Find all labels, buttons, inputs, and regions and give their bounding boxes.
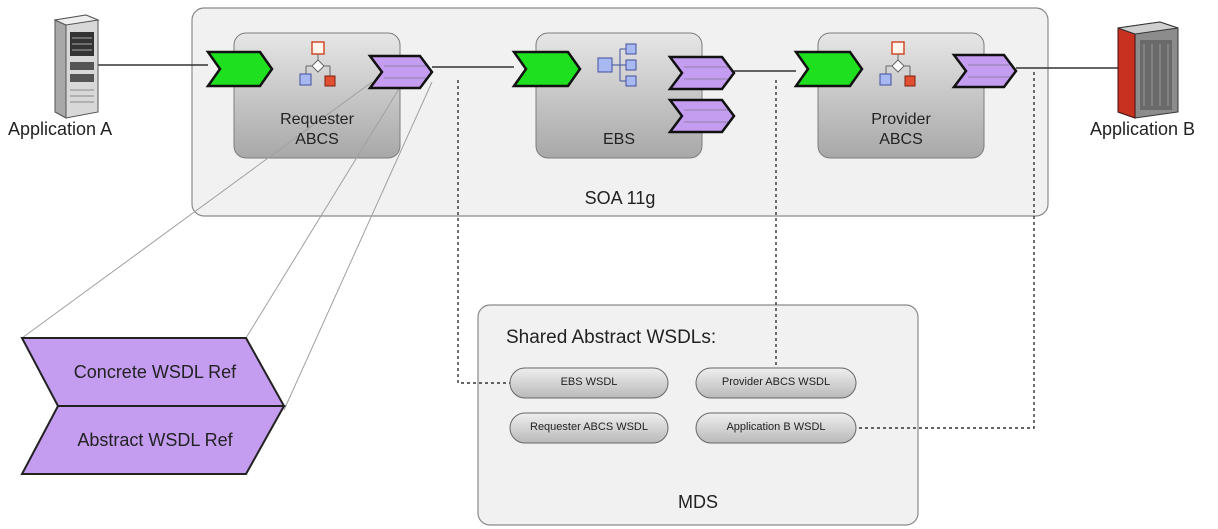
ebs-label: EBS	[602, 131, 635, 148]
requester-abcs-box	[233, 32, 401, 159]
reference-stripes	[384, 64, 1010, 123]
connection-lines	[96, 64, 1118, 72]
provider-service-chevron	[793, 50, 864, 88]
server-icon	[1117, 21, 1179, 119]
wsdl-pill	[509, 412, 669, 444]
process-flow-icon	[299, 41, 336, 87]
mds-label: MDS	[678, 492, 718, 512]
application-b-label: Application B	[1090, 119, 1196, 139]
component-label-line1: Provider	[871, 111, 931, 128]
soa-label: SOA 11g	[584, 188, 656, 208]
mds-title: Shared Abstract WSDLs:	[506, 327, 717, 348]
service-chevrons	[205, 50, 864, 88]
mds-container	[477, 304, 919, 526]
ebs-reference-chevron-2	[667, 98, 736, 134]
process-flow-icon	[879, 41, 916, 87]
abstract-wsdl-ref-label: Abstract WSDL Ref	[77, 430, 233, 450]
requester-reference-chevron	[367, 54, 434, 90]
component-label-line1: Requester	[280, 111, 354, 128]
provider-abcs-label: Provider ABCS	[818, 110, 984, 150]
wsdl-label: Application B WSDL	[726, 421, 826, 433]
server-icon	[53, 14, 100, 119]
routing-icon	[597, 43, 637, 87]
concrete-wsdl-ref-label: Concrete WSDL Ref	[73, 362, 237, 382]
component-label-line2: ABCS	[295, 131, 339, 148]
component-label-line2: ABCS	[879, 131, 923, 148]
reference-chevrons	[367, 53, 1018, 134]
ebs-reference-chevron-1	[667, 55, 736, 91]
wsdl-label: Provider ABCS WSDL	[721, 376, 831, 388]
wsdl-pill	[695, 412, 857, 444]
provider-reference-chevron	[951, 53, 1018, 89]
wsdl-pill	[509, 367, 669, 399]
wsdl-label: Requester ABCS WSDL	[530, 421, 648, 433]
requester-abcs-label: Requester ABCS	[234, 110, 400, 150]
dotted-connectors	[457, 72, 1035, 429]
wsdl-label: EBS WSDL	[560, 376, 618, 388]
application-a-label: Application A	[8, 119, 113, 139]
requester-service-chevron	[205, 50, 274, 88]
wsdl-pill	[695, 367, 857, 399]
ebs-service-chevron	[511, 50, 582, 88]
legend-projection-lines	[21, 81, 433, 411]
abstract-wsdl-ref-shape	[20, 405, 286, 475]
